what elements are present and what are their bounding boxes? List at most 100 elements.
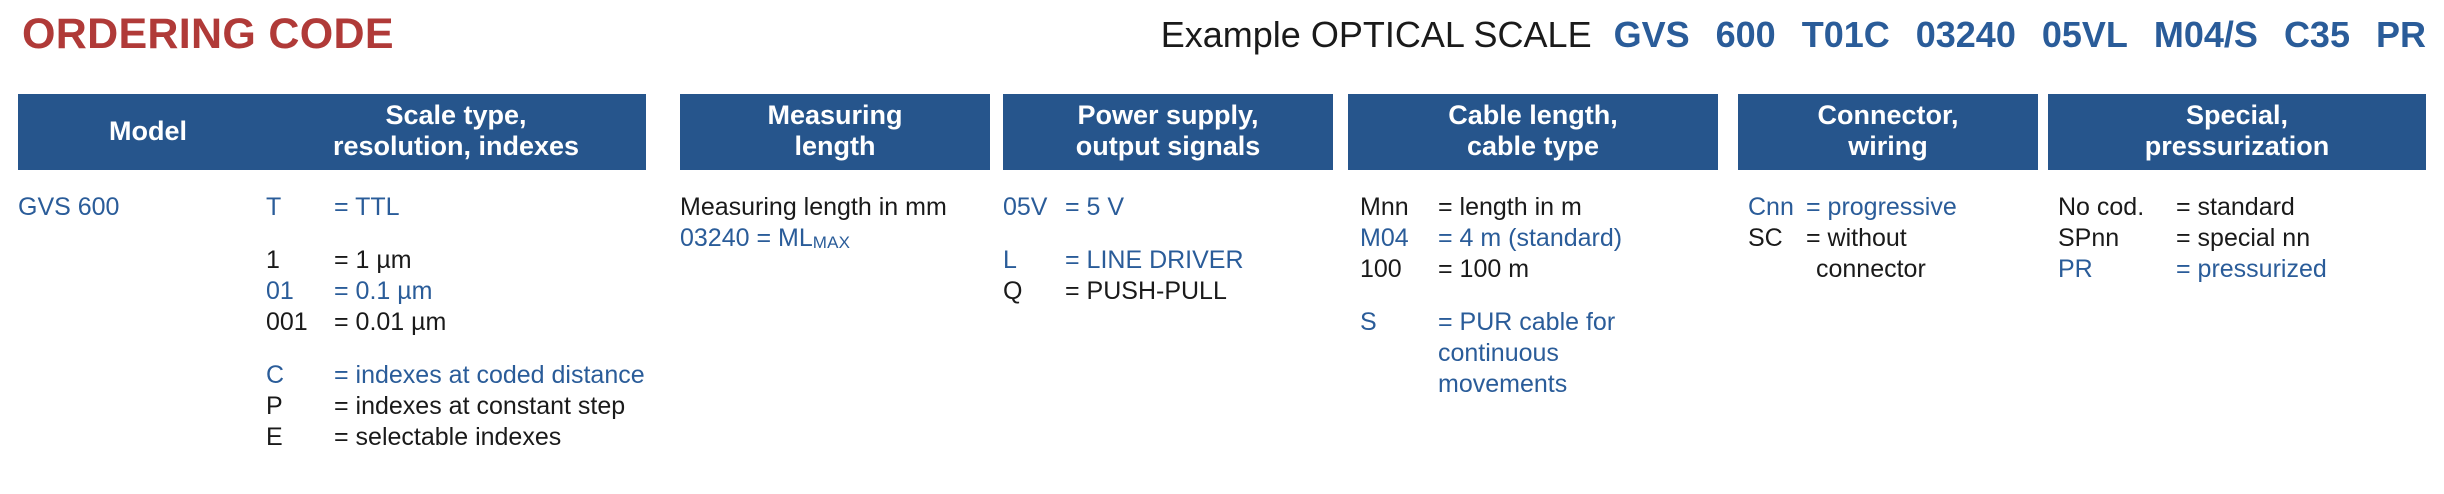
option-key: Cnn (1748, 193, 1794, 221)
ordering-code-columns: Model GVS 600 Scale type, resolution, in… (0, 94, 2444, 494)
column-body-cable: Mnn = length in m M04 = 4 m (standard) 1… (1348, 192, 1718, 400)
option-row-continuation: movements (1360, 369, 1718, 400)
column-header-line: resolution, indexes (332, 131, 580, 161)
option-key: 05V (1003, 193, 1048, 221)
column-header-line: length (794, 131, 876, 161)
option-key: GVS 600 (18, 193, 120, 221)
option-value-subscript: MAX (812, 233, 851, 252)
option-row: SPnn = special nn (2058, 223, 2426, 254)
code-segment-special: PR (2375, 14, 2426, 55)
column-cable: Cable length, cable type Mnn = length in… (1348, 94, 1718, 400)
option-row: PR = pressurized (2058, 254, 2426, 285)
column-body-special: No cod. = standard SPnn = special nn PR … (2048, 192, 2426, 285)
option-key: C (266, 361, 285, 389)
column-header-line: Model (109, 115, 187, 146)
option-row: SC = without (1748, 223, 2038, 254)
option-key: Q (1003, 277, 1023, 305)
option-value: = 1 µm (334, 246, 412, 274)
option-row: C = indexes at coded distance (266, 360, 646, 391)
option-value: = indexes at coded distance (334, 361, 645, 389)
spacer (1360, 285, 1718, 307)
option-key: P (266, 392, 283, 420)
column-header-scale-type: Scale type, resolution, indexes (266, 94, 646, 170)
option-row: No cod. = standard (2058, 192, 2426, 223)
option-value: = PUR cable for (1438, 308, 1616, 336)
option-value: = 5 V (1065, 193, 1125, 221)
option-value: = length in m (1438, 193, 1582, 221)
option-value: = TTL (334, 193, 400, 221)
option-row: 01 = 0.1 µm (266, 276, 646, 307)
column-header-line: Cable length, (1448, 100, 1618, 130)
column-header-line: output signals (1075, 131, 1261, 161)
option-value: = without (1806, 224, 1907, 252)
column-header-special: Special, pressurization (2048, 94, 2426, 170)
column-header-line: pressurization (2144, 131, 2330, 161)
option-key: 1 (266, 246, 280, 274)
option-value: = PUSH-PULL (1065, 277, 1227, 305)
column-connector: Connector, wiring Cnn = progressive SC =… (1738, 94, 2038, 285)
option-key: Mnn (1360, 193, 1409, 221)
option-value: = 0.1 µm (334, 277, 433, 305)
page-title: ORDERING CODE (22, 10, 394, 58)
column-measuring-length: Measuring length Measuring length in mm … (680, 94, 990, 256)
option-row: S = PUR cable for (1360, 307, 1718, 338)
option-key: 001 (266, 308, 308, 336)
option-row: 1 = 1 µm (266, 245, 646, 276)
option-row: E = selectable indexes (266, 422, 646, 453)
option-row: P = indexes at constant step (266, 391, 646, 422)
spacer (266, 338, 646, 360)
code-segment-series: 600 (1715, 14, 1776, 55)
option-value: = 4 m (standard) (1438, 224, 1623, 252)
option-row: 100 = 100 m (1360, 254, 1718, 285)
option-value: = standard (2176, 193, 2295, 221)
column-body-model: GVS 600 (18, 192, 278, 223)
option-key: SC (1748, 224, 1783, 252)
option-row: Measuring length in mm (680, 192, 990, 223)
option-row: T = TTL (266, 192, 646, 223)
column-model: Model GVS 600 (18, 94, 278, 223)
option-value: = 100 m (1438, 255, 1530, 283)
code-segment-measuring-length: 03240 (1915, 14, 2016, 55)
column-header-cable: Cable length, cable type (1348, 94, 1718, 170)
column-header-line: Scale type, (385, 100, 527, 130)
column-header-model: Model (18, 94, 278, 170)
option-row: M04 = 4 m (standard) (1360, 223, 1718, 254)
column-header-connector: Connector, wiring (1738, 94, 2038, 170)
option-value: = LINE DRIVER (1065, 246, 1244, 274)
option-key: Measuring length in mm (680, 193, 947, 221)
option-value-line3: movements (1438, 370, 1568, 398)
option-key: SPnn (2058, 224, 2120, 252)
column-header-line: Special, (2185, 100, 2289, 130)
option-row: Q = PUSH-PULL (1003, 276, 1333, 307)
column-body-scale-type: T = TTL 1 = 1 µm 01 = 0.1 µm 001 = 0.01 … (266, 192, 646, 453)
option-key: S (1360, 308, 1377, 336)
option-value: = indexes at constant step (334, 392, 626, 420)
option-value-line2: connector (1816, 255, 1926, 283)
code-segment-model: GVS (1613, 14, 1690, 55)
option-key: T (266, 193, 282, 221)
option-key: L (1003, 246, 1017, 274)
column-header-line: wiring (1848, 131, 1928, 161)
column-header-line: Power supply, (1077, 100, 1259, 130)
code-segment-cable: M04/S (2153, 14, 2258, 55)
option-key: M04 (1360, 224, 1409, 252)
option-key: No cod. (2058, 193, 2145, 221)
option-key: E (266, 423, 283, 451)
option-value: = special nn (2176, 224, 2311, 252)
option-value-line2: continuous (1438, 339, 1559, 367)
option-row: L = LINE DRIVER (1003, 245, 1333, 276)
code-segment-scale-type: T01C (1801, 14, 1890, 55)
code-segment-power-supply: 05VL (2041, 14, 2128, 55)
option-row: GVS 600 (18, 192, 278, 223)
option-value: = selectable indexes (334, 423, 562, 451)
column-header-line: Connector, (1817, 100, 1959, 130)
column-special: Special, pressurization No cod. = standa… (2048, 94, 2426, 285)
option-row-continuation: connector (1748, 254, 2038, 285)
option-key: PR (2058, 255, 2093, 283)
option-row: Mnn = length in m (1360, 192, 1718, 223)
